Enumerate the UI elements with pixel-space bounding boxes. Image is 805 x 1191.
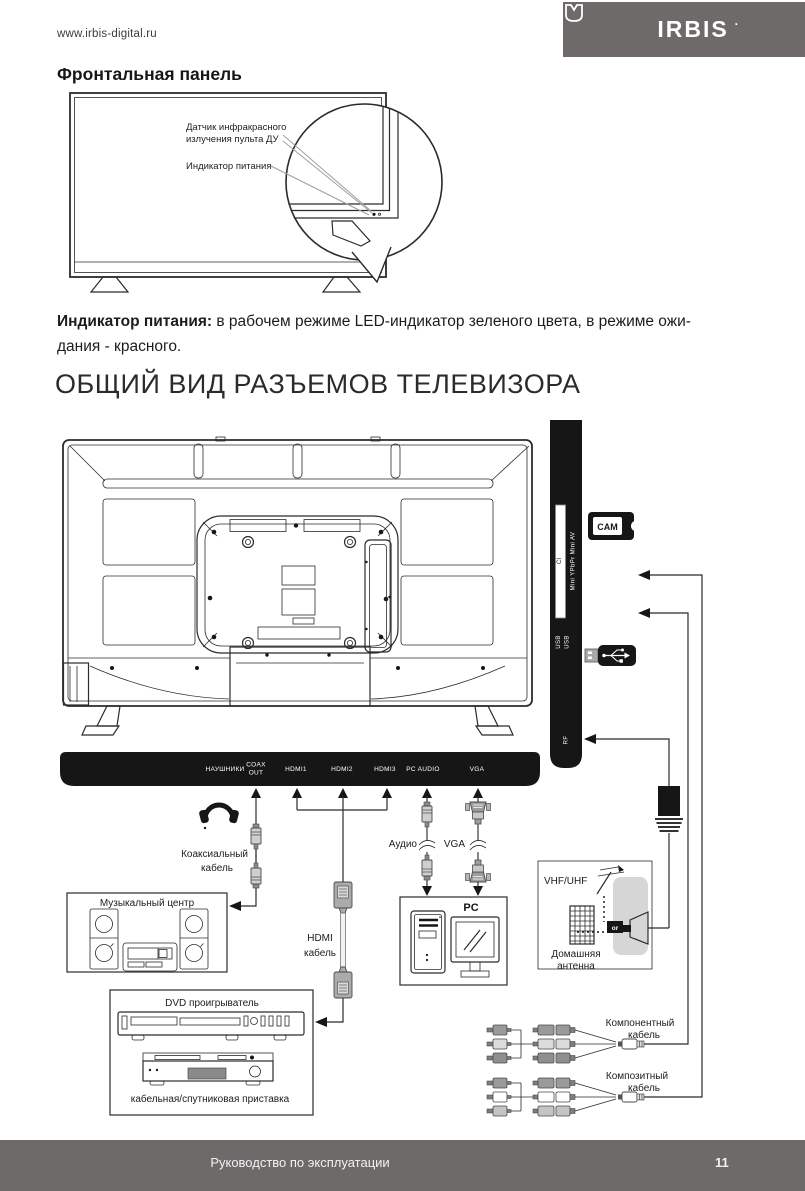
port-hdmi1: HDMI1 <box>285 766 307 773</box>
tv-stand-right <box>474 705 514 736</box>
port-pc-audio: PC AUDIO <box>406 766 439 773</box>
vga-cable-label: VGA <box>444 839 465 850</box>
port-hdmi3: HDMI3 <box>374 766 396 773</box>
component-cable-label-line2: кабель <box>628 1029 660 1041</box>
usb-label-2: USB <box>565 635 571 649</box>
port-hdmi2: HDMI2 <box>331 766 353 773</box>
antenna-icon <box>596 865 625 895</box>
or-label: or <box>612 925 619 932</box>
usb-flash-drive-icon <box>584 645 636 666</box>
hdmi-cable-label-line2: кабель <box>304 947 336 959</box>
bottom-jack-panel <box>229 646 371 707</box>
cam-label: CAM <box>597 522 618 532</box>
vent-grille <box>257 626 341 640</box>
composite-cable: Композитный кабель <box>486 570 703 1117</box>
magnifier-tail <box>351 246 392 284</box>
magnifier-circle <box>285 103 443 261</box>
antenna-box: VHF/UHF or Домашняя антенн <box>537 860 653 972</box>
cam-module: CAM <box>588 512 642 540</box>
connectors-overview-title: ОБЩИЙ ВИД РАЗЪЕМОВ ТЕЛЕВИЗОРА <box>55 369 581 399</box>
magnified-stand <box>331 220 371 247</box>
composite-cable-label-line1: Композитный <box>606 1071 668 1082</box>
port-vga: VGA <box>470 766 485 773</box>
power-note-line2: дания - красного. <box>57 338 182 355</box>
home-antenna-label-line2: антенна <box>557 961 595 972</box>
brand-logo-box: IRBIS · <box>563 2 805 57</box>
footer-title: Руководство по эксплуатации <box>210 1155 390 1170</box>
power-inlet-panel <box>62 662 90 706</box>
ir-sensor-dot <box>377 212 381 216</box>
rf-label: RF <box>564 736 570 745</box>
vga-cable: VGA <box>444 788 491 896</box>
hdmi-cable: HDMI кабель <box>292 788 392 1027</box>
leader-lines <box>270 134 373 216</box>
headphones-icon <box>199 802 239 830</box>
power-note-line1: в рабочем режиме LED-индикатор зеленого … <box>212 313 691 330</box>
hdmi-cable-label-line1: HDMI <box>307 933 333 944</box>
ir-sensor-label-line1: Датчик инфракрасного <box>186 122 286 133</box>
audio-cable-label: Аудио <box>389 839 418 850</box>
port-headphones: НАУШНИКИ <box>205 766 244 773</box>
coax-cable-label-line2: кабель <box>201 862 233 874</box>
page-number: 11 <box>715 1155 729 1170</box>
usb-label-1: USB <box>556 635 562 649</box>
pc-box: PC <box>399 896 508 986</box>
dvd-label: DVD проигрыватель <box>165 998 259 1009</box>
vent-grille <box>303 519 361 532</box>
coax-cable: Коаксиальный кабель <box>181 788 262 911</box>
composite-cable-label-line2: кабель <box>628 1082 660 1094</box>
footer-bar <box>0 1140 805 1191</box>
dvd-box: DVD проигрыватель <box>109 989 314 1116</box>
front-panel-diagram: Датчик инфракрасного излучения пульта ДУ… <box>69 92 443 293</box>
bottom-connector-bar: НАУШНИКИ COAX OUT HDMI1 HDMI2 HDMI3 PC A… <box>60 752 540 786</box>
music-center-label: Музыкальный центр <box>100 898 195 909</box>
power-led-dot <box>372 212 376 216</box>
component-cable: Компонентный кабель <box>486 608 689 1064</box>
power-indicator-label: Индикатор питания <box>186 161 272 172</box>
audio-cable: Аудио <box>389 788 436 896</box>
vent-grille <box>229 519 287 532</box>
port-coax-line2: OUT <box>249 770 264 777</box>
brand-mark-dot: · <box>734 16 739 31</box>
dvd-player-drawing <box>117 1011 305 1041</box>
central-mount-panel <box>196 515 399 654</box>
ci-slot-label: CI <box>557 558 563 564</box>
mini-av-label: Mini YPbPr Mini AV <box>571 532 577 591</box>
rf-plug <box>658 786 680 816</box>
ci-slot <box>555 504 566 619</box>
magnified-corner <box>286 104 399 247</box>
tv-back-view <box>62 436 533 736</box>
home-antenna-label-line1: Домашняя <box>551 949 600 960</box>
pc-label: PC <box>463 902 478 914</box>
apartment-building <box>569 905 595 945</box>
brand-name: IRBIS <box>657 16 729 42</box>
port-coax-line1: COAX <box>246 762 266 769</box>
side-jack-panel <box>364 539 392 653</box>
music-center-box: Музыкальный центр <box>66 892 228 973</box>
side-connector-strip: CI Mini YPbPr Mini AV USB USB RF <box>550 420 582 768</box>
rf-cable-line <box>584 734 683 929</box>
or-badge <box>607 921 623 933</box>
set-top-box-drawing <box>142 1052 274 1086</box>
component-cable-label-line1: Компонентный <box>606 1018 675 1029</box>
coax-cable-label-line1: Коаксиальный <box>181 849 248 860</box>
ir-sensor-label-line2: излучения пульта ДУ <box>186 134 280 145</box>
tv-stand-left <box>81 705 121 736</box>
site-url: www.irbis-digital.ru <box>57 28 157 40</box>
power-note-lead: Индикатор питания: <box>57 313 213 330</box>
power-indicator-note: Индикатор питания: в рабочем режиме LED-… <box>57 309 757 359</box>
vhf-uhf-label: VHF/UHF <box>544 876 587 887</box>
irbis-logo-icon <box>565 4 651 41</box>
front-panel-title: Фронтальная панель <box>57 64 242 84</box>
stb-label: кабельная/спутниковая приставка <box>131 1093 290 1105</box>
